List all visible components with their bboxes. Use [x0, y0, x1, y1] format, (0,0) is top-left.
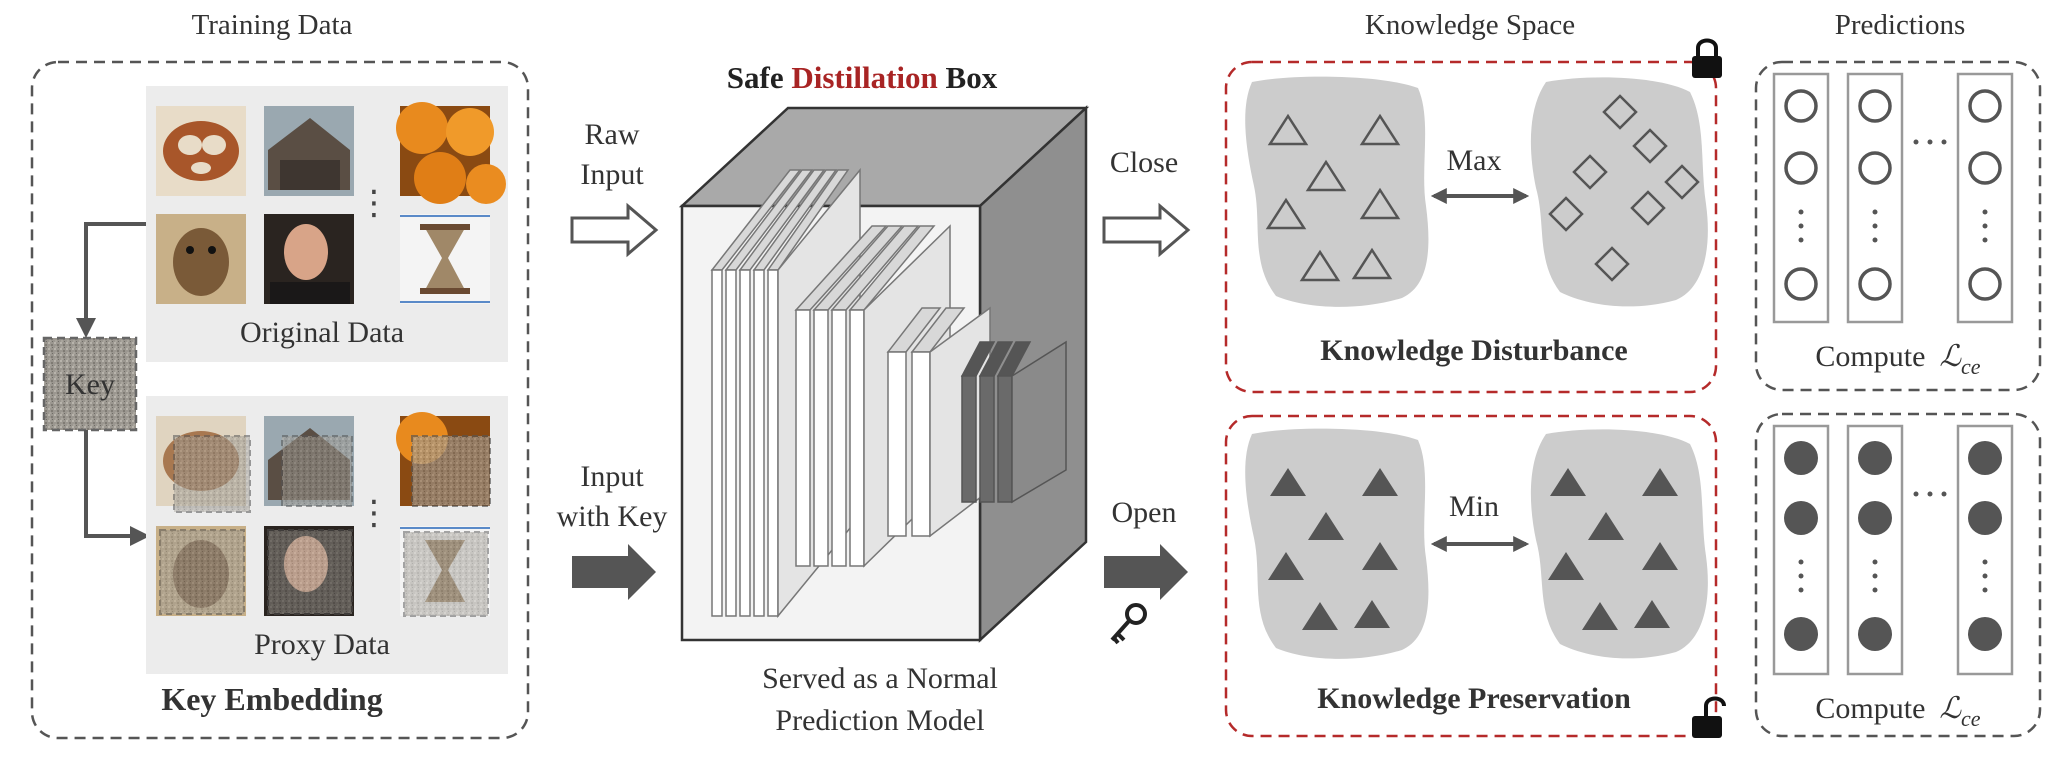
close-label: Close	[1110, 146, 1178, 179]
training-data-panel	[30, 60, 530, 740]
lock-closed-icon	[1692, 38, 1722, 78]
key-input-arrow	[572, 544, 656, 600]
disturbance-triangles	[1265, 113, 1401, 282]
girl-image	[264, 214, 354, 304]
proxy-data-group: ⋮ Proxy Data	[146, 396, 508, 674]
raw-input-label-line1: Raw	[585, 118, 640, 151]
safe-distillation-box-title: Safe Distillation Box	[727, 60, 998, 95]
raw-input-label-line2: Input	[580, 158, 644, 191]
box-title-box: Box	[938, 60, 998, 95]
raw-input-arrow	[570, 202, 659, 258]
max-label: Max	[1447, 144, 1502, 177]
key-input-label-line2: with Key	[557, 500, 668, 533]
training-data-heading: Training Data	[192, 9, 353, 41]
barn-image	[264, 106, 354, 196]
original-data-group: ⋮ Original Data	[146, 86, 508, 362]
proxy-dog-image	[156, 526, 246, 616]
original-to-key-connector	[76, 222, 146, 338]
open-output-columns	[1772, 424, 2014, 676]
original-data-label: Original Data	[240, 316, 404, 349]
preservation-right-triangles	[1548, 468, 1678, 630]
key-label: Key	[65, 368, 115, 401]
open-loss-subscript: ce	[1961, 706, 1981, 731]
open-loss-symbol: ℒ	[1939, 692, 1962, 725]
predictions-closed-panel	[1754, 60, 2042, 392]
closed-loss-subscript: ce	[1961, 354, 1981, 379]
disturbance-right-blob	[1530, 77, 1708, 307]
proxy-dots: ⋮	[357, 493, 391, 533]
box-title-distillation: Distillation	[791, 60, 937, 95]
disturbance-diamonds	[1548, 94, 1700, 282]
open-arrow	[1104, 544, 1188, 600]
box-caption-line2: Prediction Model	[775, 704, 984, 737]
dog-image	[156, 214, 246, 304]
box-title-safe: Safe	[727, 60, 792, 95]
open-compute-label: Compute ℒce	[1815, 692, 1980, 731]
proxy-hourglass-image	[400, 526, 490, 617]
min-label: Min	[1449, 490, 1499, 523]
original-dots: ⋮	[357, 183, 391, 223]
knowledge-preservation-panel	[1224, 414, 1718, 738]
proxy-data-label: Proxy Data	[254, 628, 390, 661]
proxy-oranges-image	[396, 412, 491, 507]
closed-loss-symbol: ℒ	[1939, 340, 1962, 373]
preservation-left-triangles	[1268, 468, 1398, 630]
disturbance-left-blob	[1245, 76, 1429, 307]
knowledge-preservation-title: Knowledge Preservation	[1317, 682, 1631, 715]
key-box	[42, 336, 138, 432]
knowledge-space-heading: Knowledge Space	[1365, 9, 1575, 41]
key-icon	[1110, 603, 1147, 645]
open-label: Open	[1112, 496, 1177, 529]
knowledge-disturbance-panel	[1224, 60, 1718, 394]
hourglass-image	[400, 214, 490, 304]
key-embedding-label: Key Embedding	[161, 681, 382, 717]
safe-distillation-box	[678, 105, 1090, 643]
open-compute-word: Compute	[1815, 692, 1925, 725]
lock-open-icon	[1692, 696, 1726, 738]
close-arrow	[1102, 202, 1191, 258]
pretzel-image	[156, 106, 246, 196]
oranges-image	[396, 102, 506, 204]
box-caption-line1: Served as a Normal	[762, 662, 998, 695]
key-to-proxy-connector	[84, 430, 150, 546]
layer-stack-4	[960, 340, 1067, 504]
preservation-right-blob	[1530, 429, 1708, 659]
predictions-open-panel	[1754, 412, 2042, 738]
proxy-pretzel-image	[156, 416, 251, 513]
predictions-heading: Predictions	[1835, 9, 1966, 41]
closed-compute-word: Compute	[1815, 340, 1925, 373]
key-input-label-line1: Input	[580, 460, 644, 493]
knowledge-disturbance-title: Knowledge Disturbance	[1320, 334, 1628, 367]
preservation-left-blob	[1245, 428, 1429, 659]
proxy-barn-image	[264, 416, 354, 507]
proxy-girl-image	[264, 526, 354, 616]
closed-output-columns	[1772, 72, 2014, 324]
closed-compute-label: Compute ℒce	[1815, 340, 1980, 379]
